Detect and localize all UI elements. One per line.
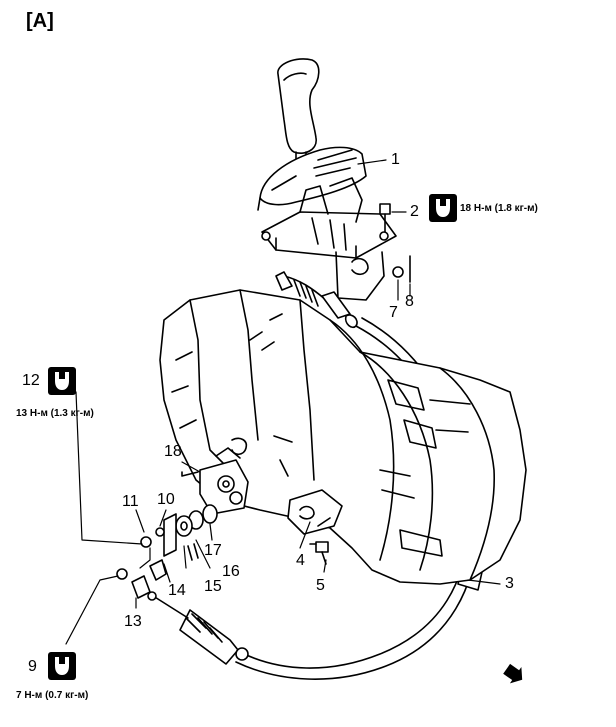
joint-13: [131, 575, 151, 599]
callout-4: 4: [296, 552, 305, 569]
callout-8: 8: [405, 293, 414, 310]
callout-11: 11: [122, 493, 139, 510]
torque-wrench-icon: [429, 194, 457, 222]
transmission-housing: [159, 289, 527, 585]
washer-17: [202, 504, 218, 524]
manual-lever-assembly: [116, 447, 249, 599]
torque-spec-12: 13 Н-м (1.3 кг-м): [16, 408, 94, 419]
nut-7: [392, 266, 404, 278]
callout-2: 2: [410, 203, 419, 220]
torque-spec-9: 7 Н-м (0.7 кг-м): [16, 690, 89, 701]
shift-boot-cover: [257, 146, 367, 211]
callout-3: 3: [505, 575, 514, 592]
leader-lines: [65, 159, 501, 645]
callout-14: 14: [168, 582, 186, 599]
callout-1: 1: [391, 151, 400, 168]
torque-spec-2: 18 Н-м (1.8 кг-м): [460, 203, 538, 214]
callout-9: 9: [28, 658, 37, 675]
callout-7: 7: [389, 304, 398, 321]
torque-wrench-icon: [48, 367, 76, 395]
callout-18: 18: [164, 443, 182, 460]
callout-10: 10: [157, 491, 175, 508]
callout-12: 12: [22, 372, 40, 389]
section-label: [A]: [26, 10, 54, 32]
torque-wrench-icon: [48, 652, 76, 680]
callout-15: 15: [204, 578, 222, 595]
bracket-4: [287, 489, 343, 535]
shift-lever-base: [261, 177, 397, 301]
bolt-2: [379, 203, 391, 233]
arrow-indicator-icon: [503, 663, 523, 684]
nut-11: [140, 536, 152, 548]
callout-13: 13: [124, 613, 142, 630]
callout-5: 5: [316, 577, 325, 594]
callout-16: 16: [222, 563, 240, 580]
callout-17: 17: [204, 542, 222, 559]
